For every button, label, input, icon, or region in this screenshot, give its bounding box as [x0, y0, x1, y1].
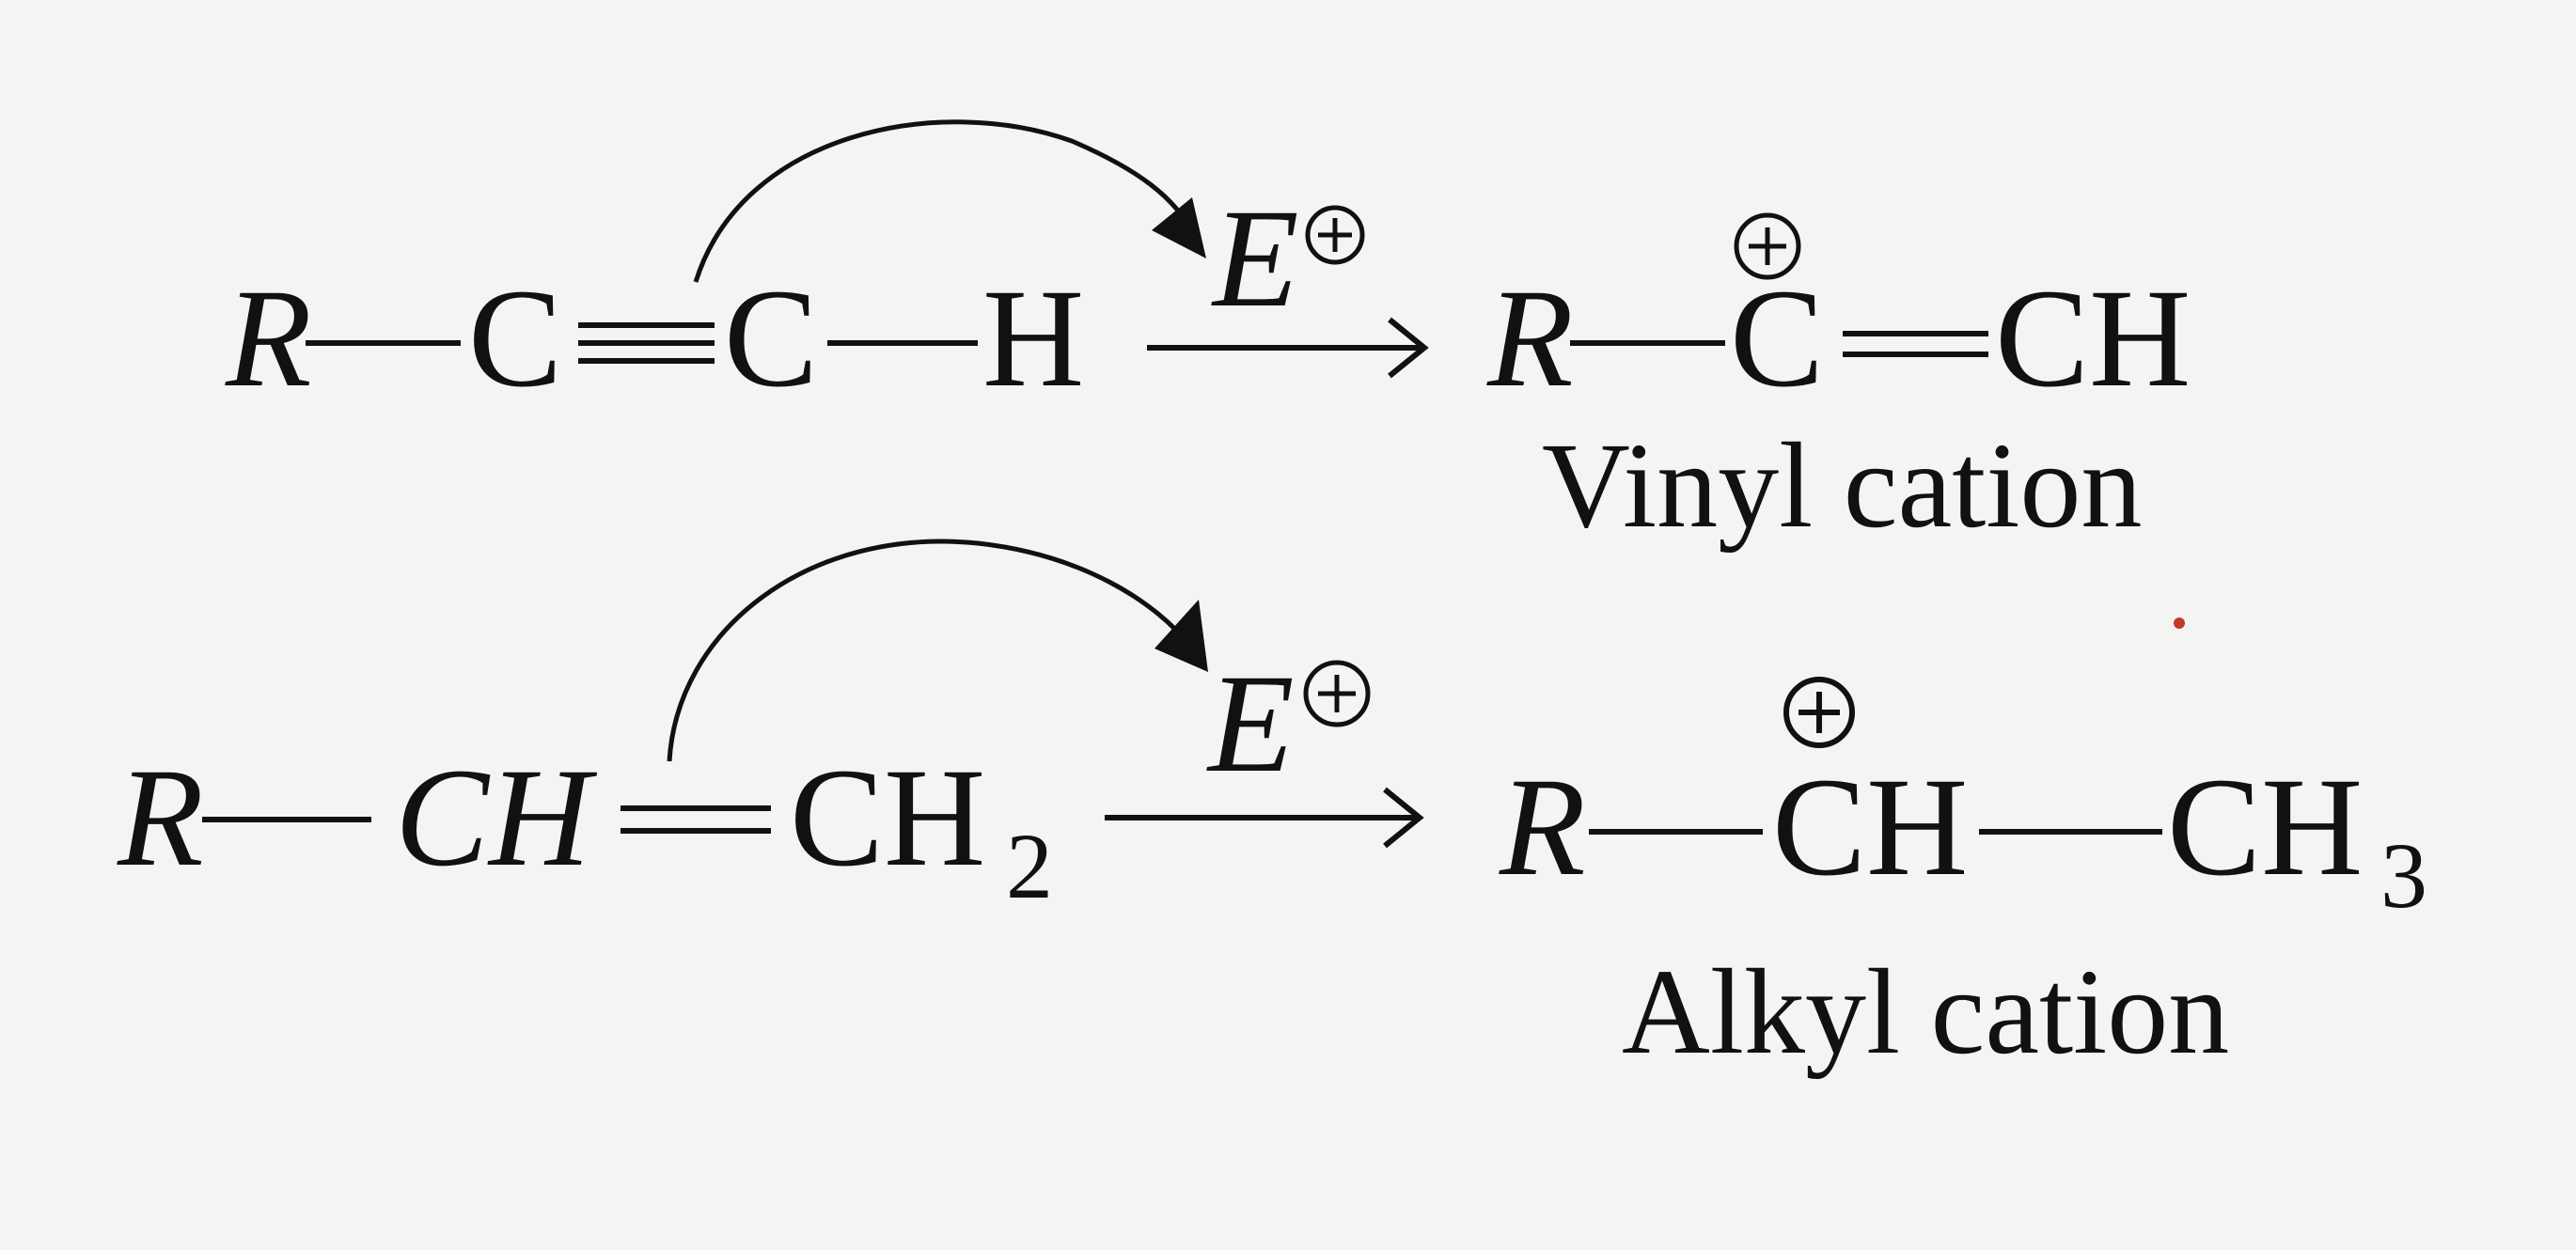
product-1-c1: C [1730, 260, 1824, 416]
product-1-charge: + [1734, 212, 1801, 280]
electrophile-1: E [1211, 180, 1299, 336]
reactant-1-r: R [225, 260, 312, 416]
reaction-1: R C C H E + R C + CH [225, 119, 2191, 554]
curved-arrow-1 [693, 119, 1197, 283]
reactant-2-ch2: CH [790, 740, 985, 896]
product-2-ch1: CH [1772, 749, 1968, 905]
product-2-r: R [1499, 749, 1586, 905]
curved-arrow-head-1 [1152, 197, 1206, 258]
reactant-1-c2: C [724, 260, 818, 416]
product-2-charge: + [1783, 677, 1855, 748]
scan-speck [2174, 617, 2185, 629]
product-2-ch3-subscript: 3 [2380, 823, 2427, 928]
reactant-2-ch2-subscript: 2 [1006, 814, 1053, 918]
product-1-ch: CH [1995, 260, 2191, 416]
reaction-arrow-1-head [1388, 317, 1429, 379]
reaction-2: R CH CH 2 E + R CH + CH 3 Alkyl [117, 539, 2427, 1080]
product-1-r: R [1486, 260, 1574, 416]
product-2-name: Alkyl cation [1622, 945, 2229, 1080]
reactant-1-h: H [982, 260, 1084, 416]
electrophile-2-charge: + [1303, 660, 1371, 727]
reactant-2-ch: CH [395, 740, 598, 896]
reaction-arrow-2-head [1383, 787, 1424, 849]
reactant-2-r: R [117, 740, 204, 896]
electrophile-2: E [1206, 646, 1295, 802]
reactant-1-c1: C [468, 260, 562, 416]
curved-arrow-2 [667, 539, 1194, 762]
curved-arrow-head-2 [1154, 600, 1208, 672]
product-1-name: Vinyl cation [1542, 418, 2142, 554]
product-2-ch3: CH [2167, 749, 2363, 905]
electrophile-1-charge: + [1305, 205, 1365, 265]
